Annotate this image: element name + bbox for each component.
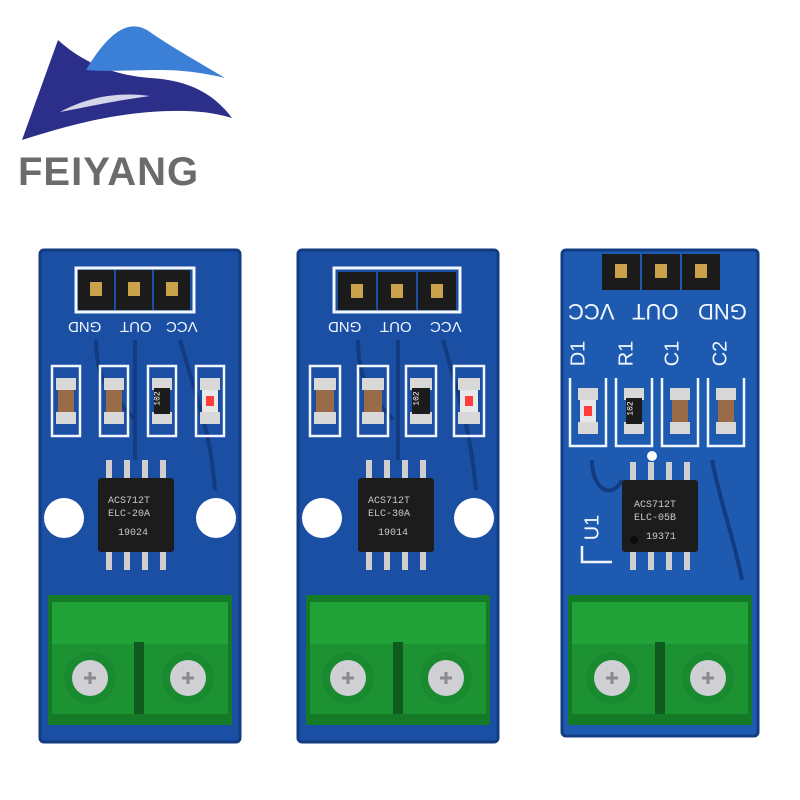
- pin-label: VCC: [568, 299, 615, 324]
- chip-marking-line2: ELC-05B: [634, 513, 677, 524]
- component-label-c2: C2: [709, 340, 732, 367]
- chip-marking-line1: ACS712T: [368, 496, 411, 507]
- logo-wave-icon: [22, 26, 232, 140]
- board-acs712-30a: GND OUT VCC 102 ACS712T ELC-30A 19014: [296, 248, 500, 744]
- pin-label: OUT: [120, 318, 152, 335]
- chip-marking-line1: ACS712T: [634, 500, 677, 511]
- chip-marking-line2: ELC-20A: [108, 509, 151, 520]
- pin-label: GND: [68, 318, 102, 335]
- chip-marking-line2: ELC-30A: [368, 509, 411, 520]
- chip-designator: U1: [581, 514, 604, 541]
- pin-label: VCC: [166, 318, 198, 335]
- board-3-pcb: [560, 248, 760, 738]
- pin-label: GND: [328, 318, 362, 335]
- board-2-pcb: [296, 248, 500, 744]
- board-acs712-05b: VCC OUT GND D1 R1 C1 C2 U1 102 ACS712T E…: [560, 248, 760, 738]
- pin-label: VCC: [430, 318, 462, 335]
- brand-name: FEIYANG: [18, 150, 200, 194]
- chip-marking-line1: ACS712T: [108, 496, 151, 507]
- resistor-code: 102: [412, 391, 422, 406]
- pin-label: OUT: [380, 318, 412, 335]
- chip-marking-line3: 19024: [118, 528, 149, 539]
- chip-marking-line3: 19014: [378, 528, 409, 539]
- board-1-pcb: [38, 248, 242, 744]
- component-label-c1: C1: [661, 340, 684, 367]
- pin-label: GND: [698, 299, 747, 324]
- component-label-r1: R1: [615, 340, 638, 367]
- component-label-d1: D1: [567, 340, 590, 367]
- board-acs712-20a: GND OUT VCC 102 ACS712T ELC-20A 19024: [38, 248, 242, 744]
- resistor-code: 102: [153, 391, 163, 406]
- chip-marking-line3: 19371: [646, 532, 677, 543]
- resistor-code: 102: [626, 401, 636, 416]
- pin-label: OUT: [632, 299, 679, 324]
- feiyang-logo: FEIYANG: [0, 0, 260, 210]
